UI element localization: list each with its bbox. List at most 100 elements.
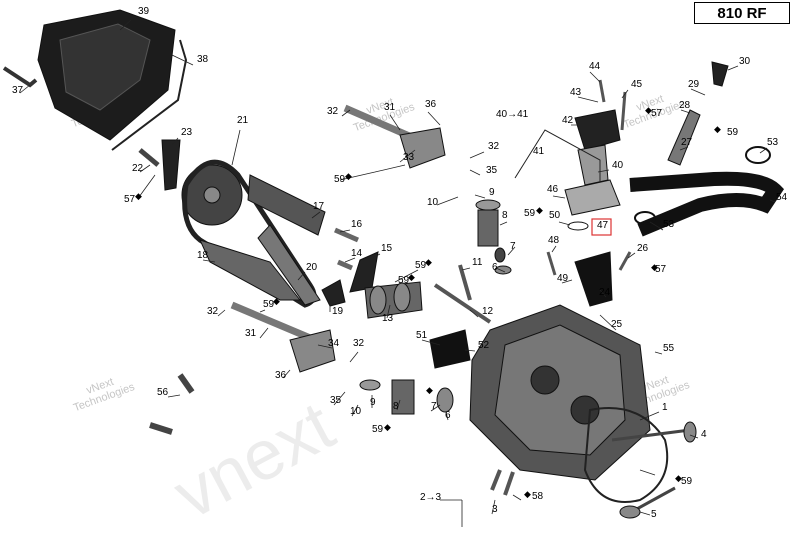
cylinder-head-detail xyxy=(494,324,626,456)
part-callout: 36 xyxy=(425,99,437,110)
actuator-52 xyxy=(429,329,471,369)
lubricant-drop-icon: ◆ xyxy=(345,171,352,181)
part-callout: 59 xyxy=(681,476,693,487)
part-callout: 10 xyxy=(427,197,439,208)
sensor-30 xyxy=(711,61,729,87)
part-callout: 15 xyxy=(381,243,393,254)
part-callout: 17 xyxy=(313,201,325,212)
part-callout: 53 xyxy=(767,137,779,148)
part-callout: 8 xyxy=(393,401,399,412)
part-callout: 7 xyxy=(431,401,437,412)
lubrication-marks-layer: ◆◆◆◆◆◆◆◆◆◆◆◆◆ xyxy=(135,105,721,499)
part-callout: 47 xyxy=(597,220,609,231)
chain-guide-lower xyxy=(199,239,302,301)
water-pump xyxy=(574,251,613,307)
part-callout: 9 xyxy=(370,397,376,408)
part-callout: 40→41 xyxy=(496,109,529,120)
part-callout: 28 xyxy=(679,100,691,111)
part-callout: 59 xyxy=(727,127,739,138)
part-callout: 59 xyxy=(398,275,410,286)
spring-retainer-lower xyxy=(359,379,381,391)
part-47-highlight-box xyxy=(591,218,612,236)
lubricant-drop-icon: ◆ xyxy=(651,262,658,272)
part-callout: 51 xyxy=(416,330,428,341)
part-callout: 29 xyxy=(688,79,700,90)
valve-spring-upper xyxy=(477,209,499,247)
bolt-26 xyxy=(618,251,632,271)
part-callout: 41 xyxy=(533,146,545,157)
valve-guide-b xyxy=(503,471,515,496)
part-callout: 55 xyxy=(663,343,675,354)
part-callout: 43 xyxy=(570,87,582,98)
long-bolt-12 xyxy=(433,283,492,324)
spark-plug-b xyxy=(149,422,173,435)
lubricant-drop-icon: ◆ xyxy=(135,191,142,201)
part-callout: 35 xyxy=(486,165,498,176)
part-callout: 2→3 xyxy=(420,492,442,503)
temp-sensor xyxy=(667,109,701,166)
part-callout: 46 xyxy=(547,184,559,195)
chain-guide-upper xyxy=(247,174,326,236)
part-callout: 10 xyxy=(350,406,362,417)
valve-guide-a xyxy=(490,469,502,491)
hose-clamp-upper xyxy=(745,146,771,164)
lubricant-drop-icon: ◆ xyxy=(675,473,682,483)
bolt-45 xyxy=(620,91,627,131)
part-callout: 39 xyxy=(138,6,150,17)
part-callout: 37 xyxy=(12,85,24,96)
part-callout: 40 xyxy=(612,160,624,171)
lubricant-drop-icon: ◆ xyxy=(384,422,391,432)
bolt-44 xyxy=(598,79,606,103)
cam-lobe-2 xyxy=(393,282,411,312)
lubricant-drop-icon: ◆ xyxy=(408,272,415,282)
part-callout: 16 xyxy=(351,219,363,230)
part-callout: 32 xyxy=(488,141,500,152)
lubricant-drop-icon: ◆ xyxy=(425,257,432,267)
part-callout: 34 xyxy=(328,338,340,349)
part-callout: 53 xyxy=(663,219,675,230)
valve-seal-upper xyxy=(494,247,506,263)
part-callout: 19 xyxy=(332,306,344,317)
part-callout: 3 xyxy=(492,504,498,515)
part-callout: 31 xyxy=(245,328,257,339)
part-callout: 45 xyxy=(631,79,643,90)
spring-retainer-upper xyxy=(475,199,501,211)
rocker-arm-lower xyxy=(289,329,336,373)
hose-clamp-lower xyxy=(634,211,656,225)
lubricant-drop-icon: ◆ xyxy=(524,489,531,499)
part-callout: 6 xyxy=(445,410,451,421)
part-callout: 25 xyxy=(611,319,623,330)
part-callout: 8 xyxy=(502,210,508,221)
washer-upper xyxy=(494,265,512,275)
decompressor-arm xyxy=(321,279,346,307)
model-label: 810 RF xyxy=(694,2,790,24)
group-bracket-40-41 xyxy=(514,129,601,182)
o-ring-47 xyxy=(567,221,589,231)
part-callout: 35 xyxy=(330,395,342,406)
valve-cover-highlight xyxy=(59,23,151,111)
part-callout: 59 xyxy=(524,208,536,219)
part-callout: 59 xyxy=(372,424,384,435)
lubricant-drop-icon: ◆ xyxy=(273,296,280,306)
part-callout: 22 xyxy=(132,163,144,174)
head-gasket xyxy=(583,407,669,503)
pin-14 xyxy=(337,259,353,271)
part-callout: 6 xyxy=(492,262,498,273)
part-callout: 50 xyxy=(549,210,561,221)
part-callout: 24 xyxy=(599,287,611,298)
part-callout: 27 xyxy=(681,137,693,148)
part-callout: 32 xyxy=(353,338,365,349)
part-callout: 1 xyxy=(662,402,668,413)
part-callout: 42 xyxy=(562,115,574,126)
part-callout: 18 xyxy=(197,250,209,261)
part-callout: 57 xyxy=(655,264,667,275)
thermostat-housing xyxy=(574,109,621,151)
part-callout: 44 xyxy=(589,61,601,72)
valve-head-4 xyxy=(683,421,697,443)
part-callout: 59 xyxy=(334,174,346,185)
valve-5 xyxy=(634,486,676,512)
part-callout: 4 xyxy=(701,429,707,440)
cam-lobe-1 xyxy=(369,285,387,315)
